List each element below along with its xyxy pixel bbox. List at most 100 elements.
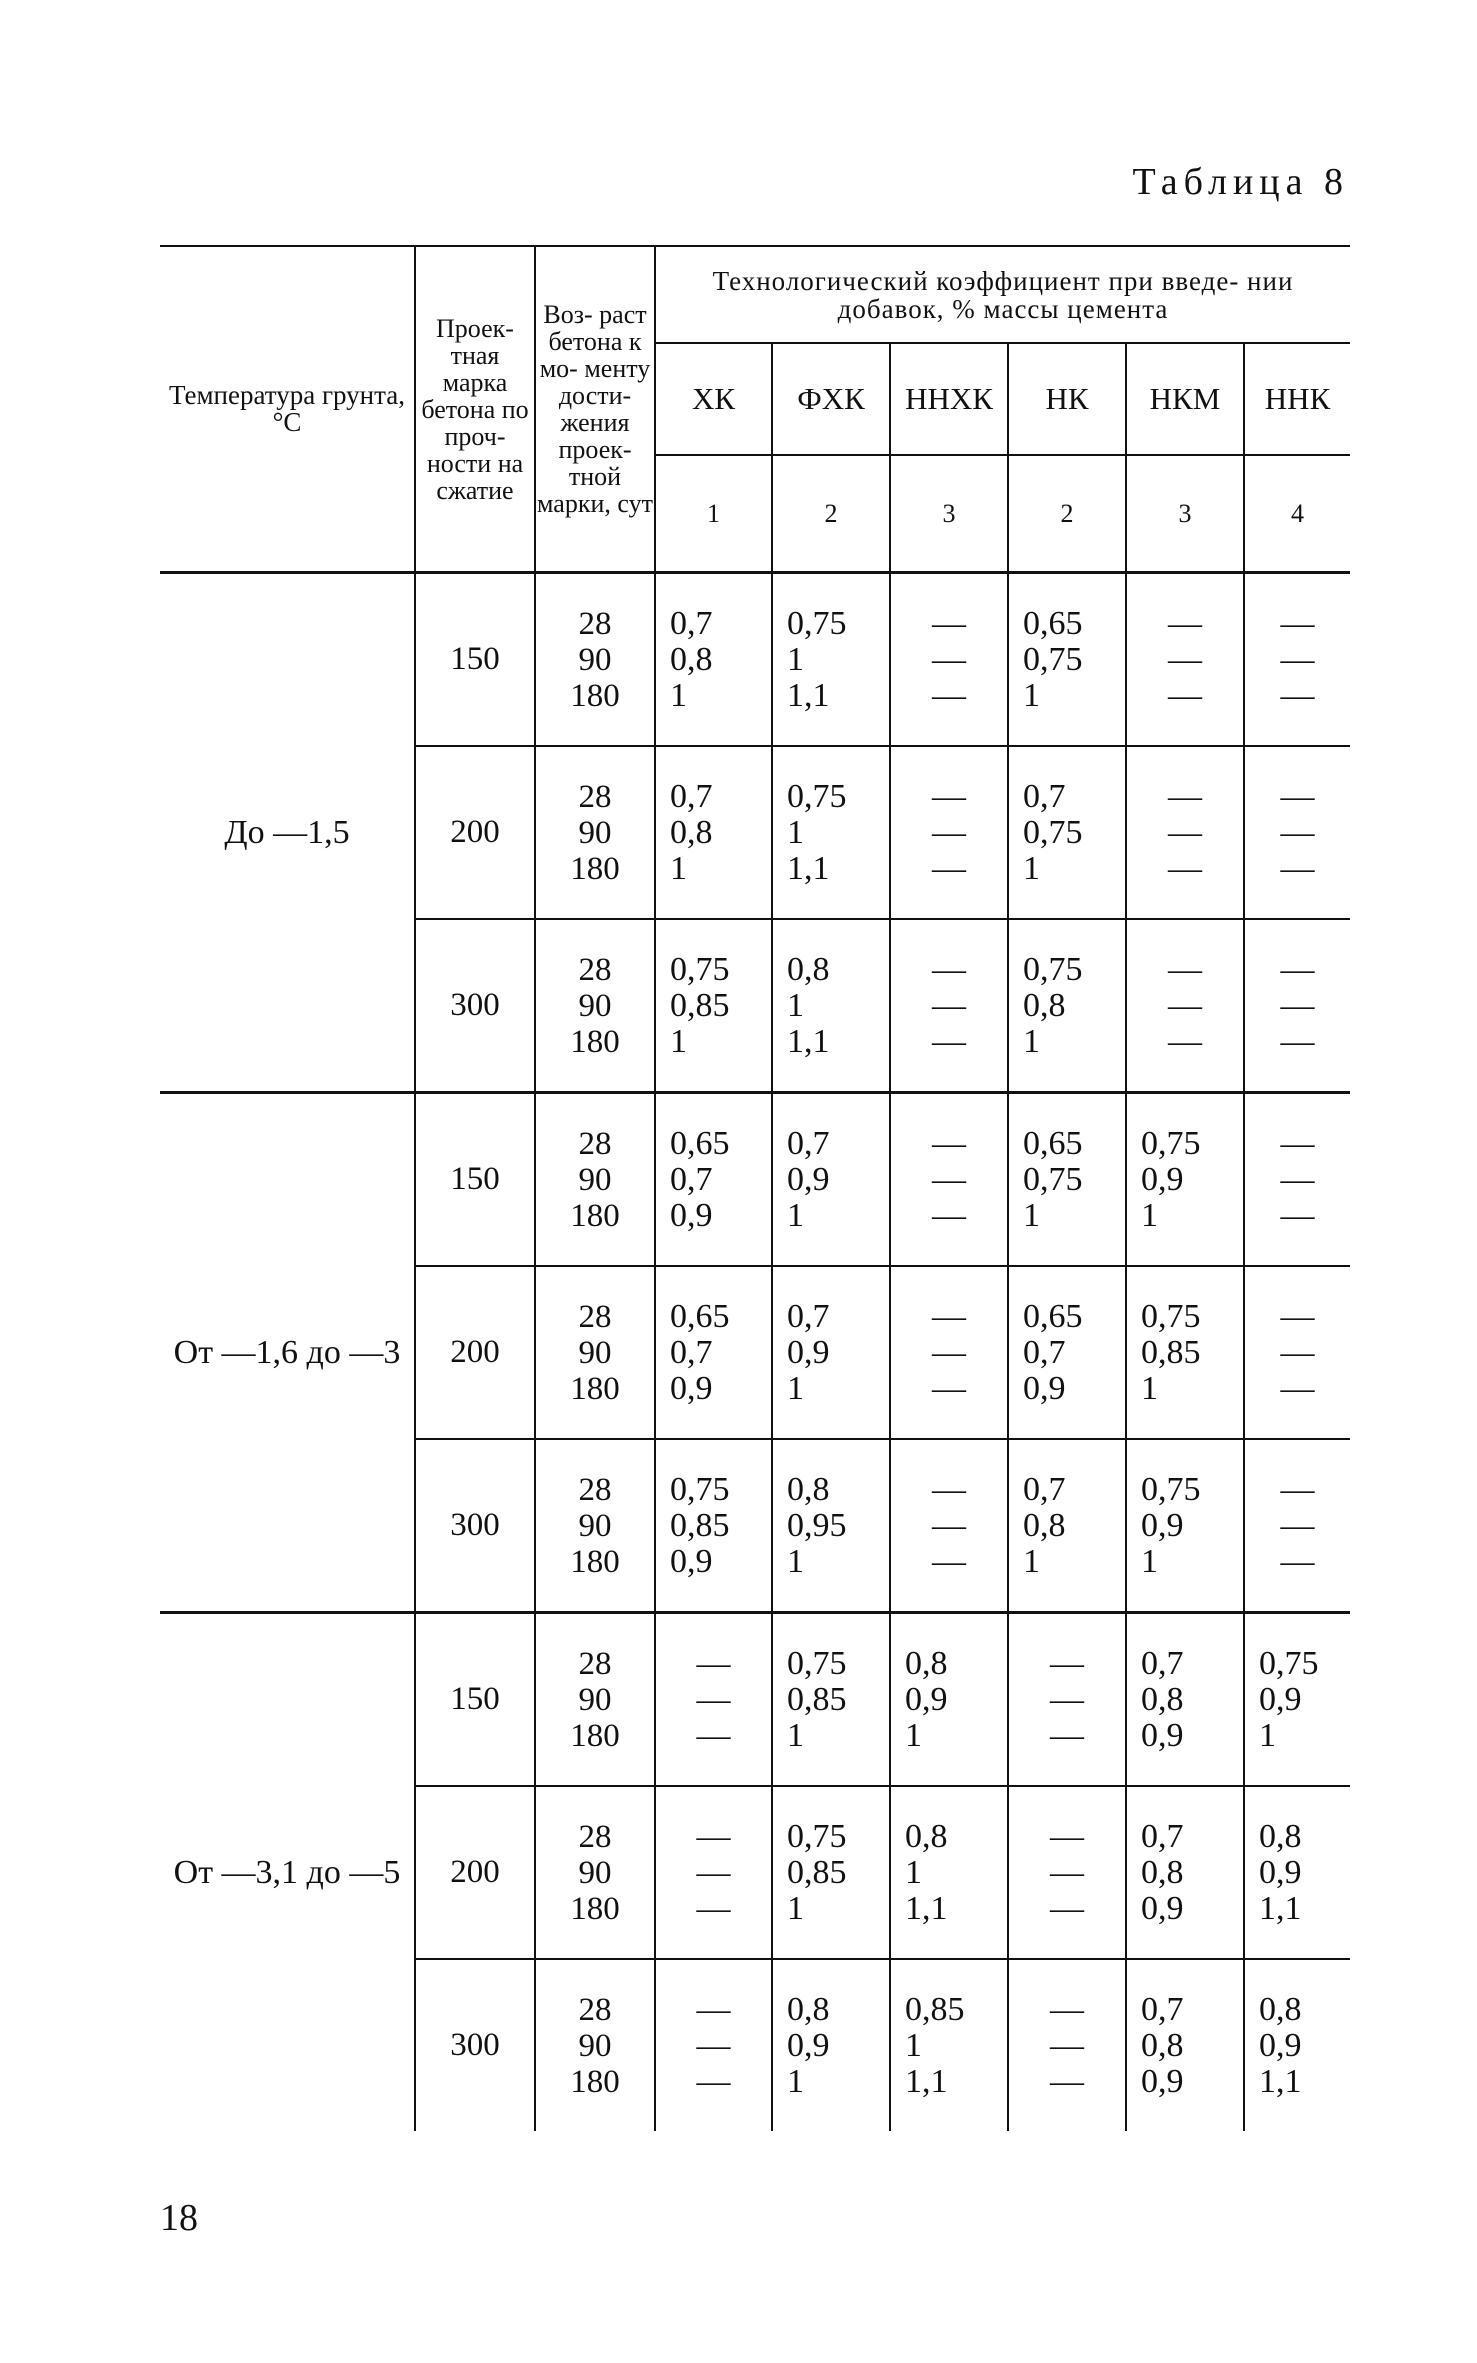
coefficient-value: 0,8 xyxy=(670,640,713,678)
coefficient-value: 0,7 xyxy=(670,1160,713,1198)
table-header: Температура грунта, °С Проек- тная марка… xyxy=(160,245,1351,574)
coefficient-value: 0,9 xyxy=(1141,2062,1184,2100)
temperature-cell: От —1,6 до —3 xyxy=(160,1091,416,1613)
age-value: 90 xyxy=(578,2027,612,2064)
coefficient-value: — xyxy=(1280,1160,1315,1198)
coefficient-value: — xyxy=(1168,777,1202,815)
coefficient-value: 1 xyxy=(787,1889,804,1927)
age-value: 180 xyxy=(570,1197,620,1234)
coefficient-value: 0,7 xyxy=(1141,1990,1184,2028)
coefficient-value: — xyxy=(696,1817,731,1855)
coefficient-value: 0,9 xyxy=(1259,1680,1302,1718)
age-value: 180 xyxy=(570,1543,620,1580)
coefficient-value: — xyxy=(1280,1506,1315,1544)
coefficient-value: — xyxy=(696,1990,731,2028)
coefficient-value: 0,8 xyxy=(905,1817,948,1855)
header-percent: 1 xyxy=(655,455,772,574)
coefficient-value: 0,8 xyxy=(1259,1817,1302,1855)
grade-cell: 200 xyxy=(415,745,536,919)
age-value: 28 xyxy=(578,1471,612,1508)
coefficient-value: 0,85 xyxy=(787,1853,847,1891)
coefficient-value: 0,7 xyxy=(1141,1817,1184,1855)
age-value: 28 xyxy=(578,1298,612,1335)
coefficient-cell: ——— xyxy=(1008,1611,1127,1786)
coefficient-value: 1 xyxy=(1141,1196,1158,1234)
coefficient-value: — xyxy=(1280,604,1315,642)
coefficient-value: 1 xyxy=(905,2026,922,2064)
coefficient-value: — xyxy=(1280,1542,1315,1580)
coefficient-value: 0,75 xyxy=(1023,1160,1083,1198)
coefficient-table: Температура грунта, °С Проек- тная марка… xyxy=(160,245,1351,2131)
coefficient-cell: ——— xyxy=(1244,571,1351,746)
coefficient-value: 1 xyxy=(787,1369,804,1407)
coefficient-value: — xyxy=(932,676,966,714)
coefficient-value: — xyxy=(1050,1680,1084,1718)
coefficient-value: 1,1 xyxy=(787,1022,830,1060)
coefficient-value: 0,75 xyxy=(1023,813,1083,851)
coefficient-value: 0,75 xyxy=(1023,950,1083,988)
coefficient-value: 0,65 xyxy=(670,1124,730,1162)
coefficient-value: — xyxy=(1050,1817,1084,1855)
coefficient-value: 0,8 xyxy=(787,950,830,988)
age-value: 90 xyxy=(578,1161,612,1198)
coefficient-value: 1 xyxy=(670,1022,687,1060)
coefficient-cell: ——— xyxy=(1244,1265,1351,1439)
coefficient-value: — xyxy=(1280,986,1315,1024)
temperature-cell: До —1,5 xyxy=(160,571,416,1093)
grade-cell: 150 xyxy=(415,1611,536,1786)
grade-cell: 300 xyxy=(415,918,536,1093)
coefficient-value: 1,1 xyxy=(1259,2062,1302,2100)
coefficient-value: 0,8 xyxy=(1023,986,1066,1024)
coefficient-cell: ——— xyxy=(1008,1958,1127,2131)
age-value: 180 xyxy=(570,677,620,714)
coefficient-value: — xyxy=(1168,604,1202,642)
coefficient-cell: ——— xyxy=(1008,1785,1127,1959)
header-additive: ФХК xyxy=(771,343,890,456)
header-grade: Проек- тная марка бетона по проч- ности … xyxy=(415,245,536,573)
header-percent: 3 xyxy=(1125,455,1244,574)
coefficient-value: 0,9 xyxy=(670,1369,713,1407)
coefficient-value: 0,9 xyxy=(1259,2026,1302,2064)
grade-cell: 200 xyxy=(415,1785,536,1959)
coefficient-value: 0,8 xyxy=(1141,1853,1184,1891)
coefficient-value: 1 xyxy=(787,1716,804,1754)
coefficient-value: — xyxy=(1168,676,1202,714)
coefficient-value: — xyxy=(932,604,966,642)
header-additive: ННХК xyxy=(889,343,1008,456)
coefficient-value: 1,1 xyxy=(1259,1889,1302,1927)
header-additive: ХК xyxy=(655,343,772,456)
coefficient-value: 0,75 xyxy=(1141,1297,1201,1335)
coefficient-value: — xyxy=(932,1124,966,1162)
coefficient-value: 0,85 xyxy=(905,1990,965,2028)
coefficient-value: — xyxy=(1280,1470,1315,1508)
coefficient-value: — xyxy=(1050,2062,1084,2100)
coefficient-value: 0,85 xyxy=(670,986,730,1024)
coefficient-value: 0,7 xyxy=(670,777,713,815)
coefficient-cell: ——— xyxy=(1244,1091,1351,1266)
age-value: 90 xyxy=(578,1507,612,1544)
coefficient-value: 1 xyxy=(1259,1716,1276,1754)
